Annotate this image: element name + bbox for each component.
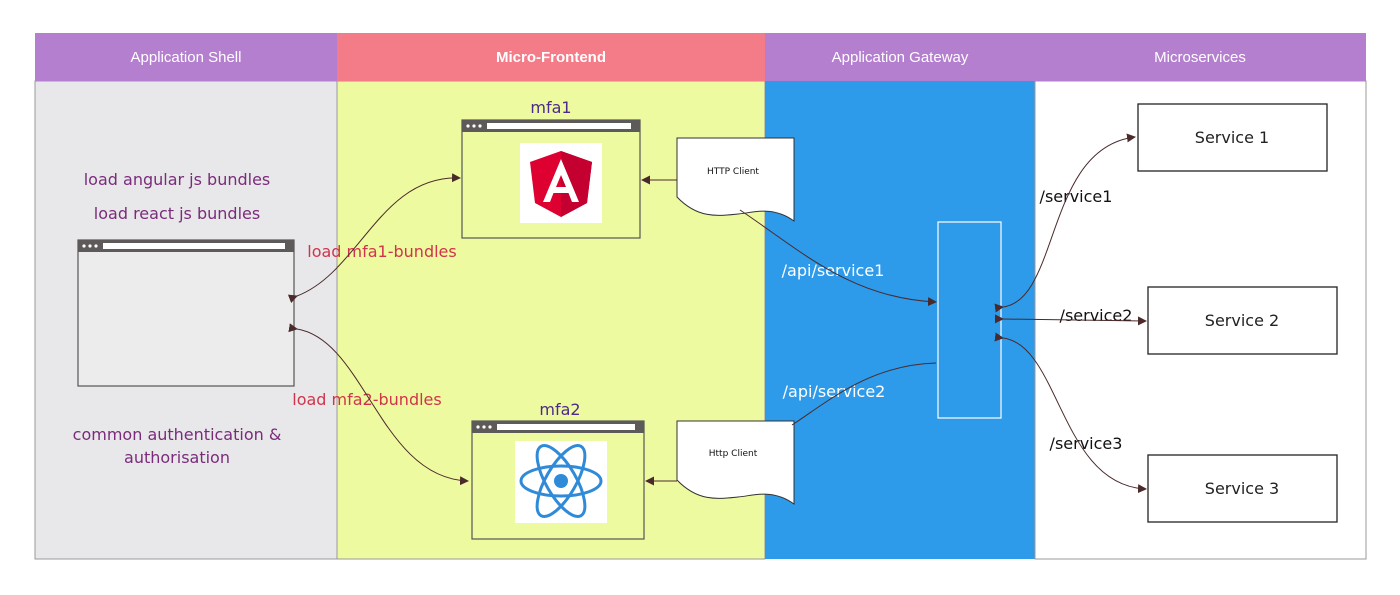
service-3-box: Service 3 (1147, 454, 1338, 523)
gateway-box (937, 221, 1002, 419)
http2-to-gateway-arrow (791, 362, 937, 426)
react-icon (515, 441, 607, 523)
service-2-label: Service 2 (1205, 311, 1279, 330)
api-service1-label: /api/service1 (782, 261, 885, 280)
lane-shell-title: Application Shell (131, 49, 242, 66)
auth-text-line2: authorisation (124, 448, 230, 467)
gateway-service3-connector (994, 332, 1147, 494)
service1-route-label: /service1 (1040, 187, 1113, 206)
http1-to-gateway-arrow (739, 209, 937, 307)
load-angular-text: load angular js bundles (84, 170, 271, 189)
lane-shell-header (35, 33, 337, 81)
mfa2-title: mfa2 (539, 400, 580, 419)
lane-services-header (1035, 33, 1366, 81)
lane-services-title: Microservices (1154, 49, 1246, 66)
service3-route-label: /service3 (1050, 434, 1123, 453)
service-1-box: Service 1 (1137, 103, 1328, 172)
lane-gateway-header (765, 33, 1035, 81)
api-service2-label: /api/service2 (783, 382, 886, 401)
load-mfa2-text: load mfa2-bundles (292, 390, 441, 409)
gateway-service1-connector (994, 133, 1136, 313)
lane-mfe-title: Micro-Frontend (496, 49, 606, 66)
service-1-label: Service 1 (1195, 128, 1269, 147)
load-react-text: load react js bundles (94, 204, 260, 223)
service2-route-label: /service2 (1060, 306, 1133, 325)
shell-mfa1-connector (287, 173, 461, 304)
load-mfa1-text: load mfa1-bundles (307, 242, 456, 261)
shell-browser-window (77, 239, 295, 387)
gateway-service2-connector (994, 314, 1147, 326)
angular-icon (520, 143, 602, 223)
lane-mfe-header (337, 33, 765, 81)
http-client-2-label: Http Client (709, 449, 758, 459)
service-3-label: Service 3 (1205, 479, 1279, 498)
service-2-box: Service 2 (1147, 286, 1338, 355)
http-client-1-label: HTTP Client (707, 167, 759, 177)
http-client-1-document: HTTP Client (676, 137, 795, 222)
mfa1-title: mfa1 (530, 98, 571, 117)
shell-mfa2-connector (288, 323, 469, 486)
auth-text-line1: common authentication & (73, 425, 282, 444)
lane-gateway-title: Application Gateway (832, 49, 969, 66)
http-client-2-document: Http Client (676, 420, 795, 505)
